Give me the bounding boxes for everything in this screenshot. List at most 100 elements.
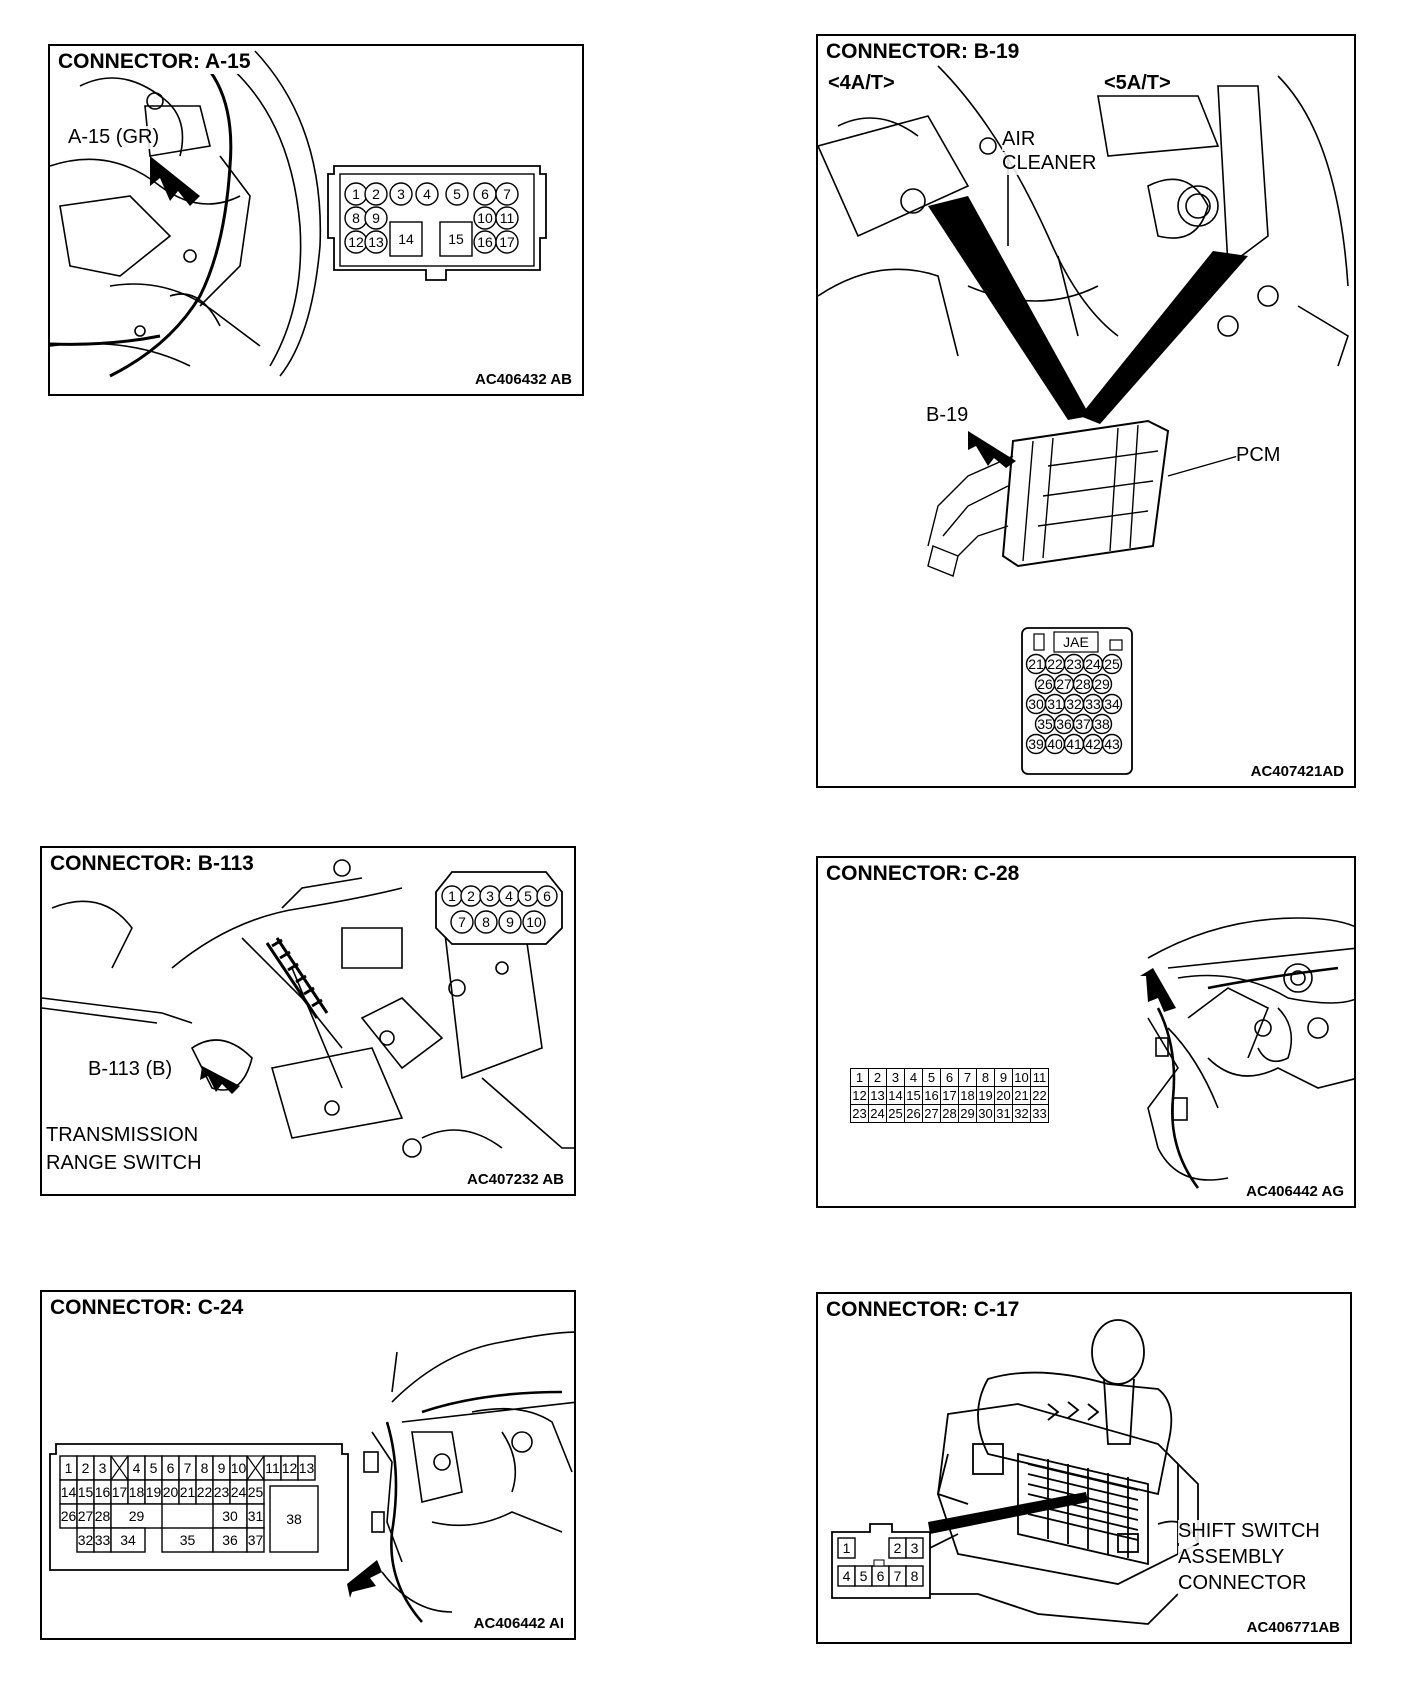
pin-number: 6 <box>543 888 551 904</box>
pin-number: 17 <box>499 234 515 250</box>
connector-pin: 7 <box>958 1068 977 1087</box>
pin-number: 29 <box>129 1508 145 1524</box>
connector-pin: 31 <box>994 1104 1013 1123</box>
pin-number: 39 <box>1028 736 1044 752</box>
pin-number: 29 <box>1094 676 1110 692</box>
pin-number: 9 <box>218 1460 226 1476</box>
pin-number: 4 <box>843 1568 851 1584</box>
pin-number: 1 <box>65 1460 73 1476</box>
connector-pin: 15 <box>76 1479 95 1505</box>
connector-pin: 8 <box>474 910 498 934</box>
connector-pin: 12 <box>344 230 368 254</box>
connector-pin: 11 <box>263 1455 282 1481</box>
pin-number: 5 <box>860 1568 868 1584</box>
connector-pin: 26 <box>1034 673 1056 695</box>
pin-number: 13 <box>368 234 384 250</box>
pin-number: 19 <box>146 1484 162 1500</box>
pin-number: 7 <box>458 914 466 930</box>
variant-label-5at: <5A/T> <box>1104 72 1171 94</box>
connector-pin: 16 <box>473 230 497 254</box>
connector-pin: 13 <box>297 1455 316 1481</box>
connector-pin: 42 <box>1082 733 1104 755</box>
pin-number: 36 <box>1056 716 1072 732</box>
connector-pin: 6 <box>536 885 558 907</box>
connector-pin: 2 <box>76 1455 95 1481</box>
connector-pin: 5 <box>445 182 469 206</box>
dashboard-harness-illustration <box>347 1331 574 1623</box>
connector-pin: 6 <box>940 1068 959 1087</box>
connector-pin: 5 <box>144 1455 163 1481</box>
connector-pin: 2 <box>888 1537 907 1559</box>
connector-pin: 6 <box>871 1565 890 1587</box>
pin-number: 2 <box>372 186 380 202</box>
connector-pin: 2 <box>364 182 388 206</box>
dashboard-harness-illustration <box>1140 917 1354 1189</box>
pin-number: 22 <box>197 1484 213 1500</box>
pin-number: 11 <box>500 210 515 226</box>
connector-pin: 13 <box>868 1086 887 1105</box>
pin-number: 7 <box>503 186 511 202</box>
pin-number: 34 <box>1104 696 1120 712</box>
pcm-label: PCM <box>1236 444 1281 467</box>
figure-code: AC406771AB <box>1246 1619 1340 1636</box>
pin-number: 9 <box>506 914 514 930</box>
figure-code: AC406442 AI <box>473 1615 564 1632</box>
pin-number: 21 <box>1028 656 1044 672</box>
pin-number: 8 <box>482 914 490 930</box>
connector-pin: 41 <box>1063 733 1085 755</box>
connector-pin: 17 <box>110 1479 129 1505</box>
pin-number: 9 <box>372 210 380 226</box>
figure-code: AC406432 AB <box>475 371 572 388</box>
connector-pin: 9 <box>994 1068 1013 1087</box>
connector-pin: 32 <box>1012 1104 1031 1123</box>
connector-pin: 10 <box>229 1455 248 1481</box>
connector-pin: 23 <box>212 1479 231 1505</box>
figure-code: AC407421AD <box>1250 763 1344 780</box>
pin-number: 27 <box>1056 676 1072 692</box>
connector-pin: 37 <box>1072 713 1094 735</box>
connector-pin: 5 <box>854 1565 873 1587</box>
pin-number: 28 <box>1075 676 1091 692</box>
connector-pin: 35 <box>161 1527 214 1553</box>
panel-title: CONNECTOR: B-113 <box>50 852 257 876</box>
connector-pin: 1 <box>344 182 368 206</box>
pin-number: 32 <box>1066 696 1082 712</box>
pin-number: 24 <box>1085 656 1101 672</box>
connector-pin: 22 <box>1044 653 1066 675</box>
pin-number: 4 <box>133 1460 141 1476</box>
pin-number: 15 <box>78 1484 94 1500</box>
pin-number: 4 <box>505 888 513 904</box>
connector-pin: 14 <box>389 221 423 257</box>
transmission-illustration <box>42 859 574 1158</box>
callout-label: A-15 (GR) <box>68 126 160 149</box>
pin-number: 3 <box>99 1460 107 1476</box>
pin-number: 16 <box>95 1484 111 1500</box>
connector-pin: 12 <box>850 1086 869 1105</box>
connector-pin: 9 <box>364 206 388 230</box>
connector-pin: 19 <box>144 1479 163 1505</box>
air-cleaner-label-line2: CLEANER <box>1002 152 1097 175</box>
connector-pin: 38 <box>269 1485 319 1553</box>
connector-pin: 27 <box>76 1503 95 1529</box>
pin-number: 16 <box>477 234 493 250</box>
shift-lever-illustration <box>916 1319 1199 1625</box>
connector-pin: 33 <box>1030 1104 1049 1123</box>
pin-number: 22 <box>1047 656 1063 672</box>
connector-pin: 24 <box>1082 653 1104 675</box>
connector-pin: 24 <box>229 1479 248 1505</box>
pin-number: 20 <box>163 1484 179 1500</box>
connector-pin: 25 <box>1101 653 1123 675</box>
connector-pin: 5 <box>922 1068 941 1087</box>
connector-pin: 28 <box>1072 673 1094 695</box>
callout-label: B-113 (B) <box>88 1058 173 1081</box>
pin-number: 31 <box>1047 696 1063 712</box>
connector-pin: 32 <box>1063 693 1085 715</box>
connector-pin: 1 <box>59 1455 78 1481</box>
connector-pin: 7 <box>450 910 474 934</box>
callout-label: B-19 <box>926 404 969 427</box>
connector-pin: 26 <box>904 1104 923 1123</box>
